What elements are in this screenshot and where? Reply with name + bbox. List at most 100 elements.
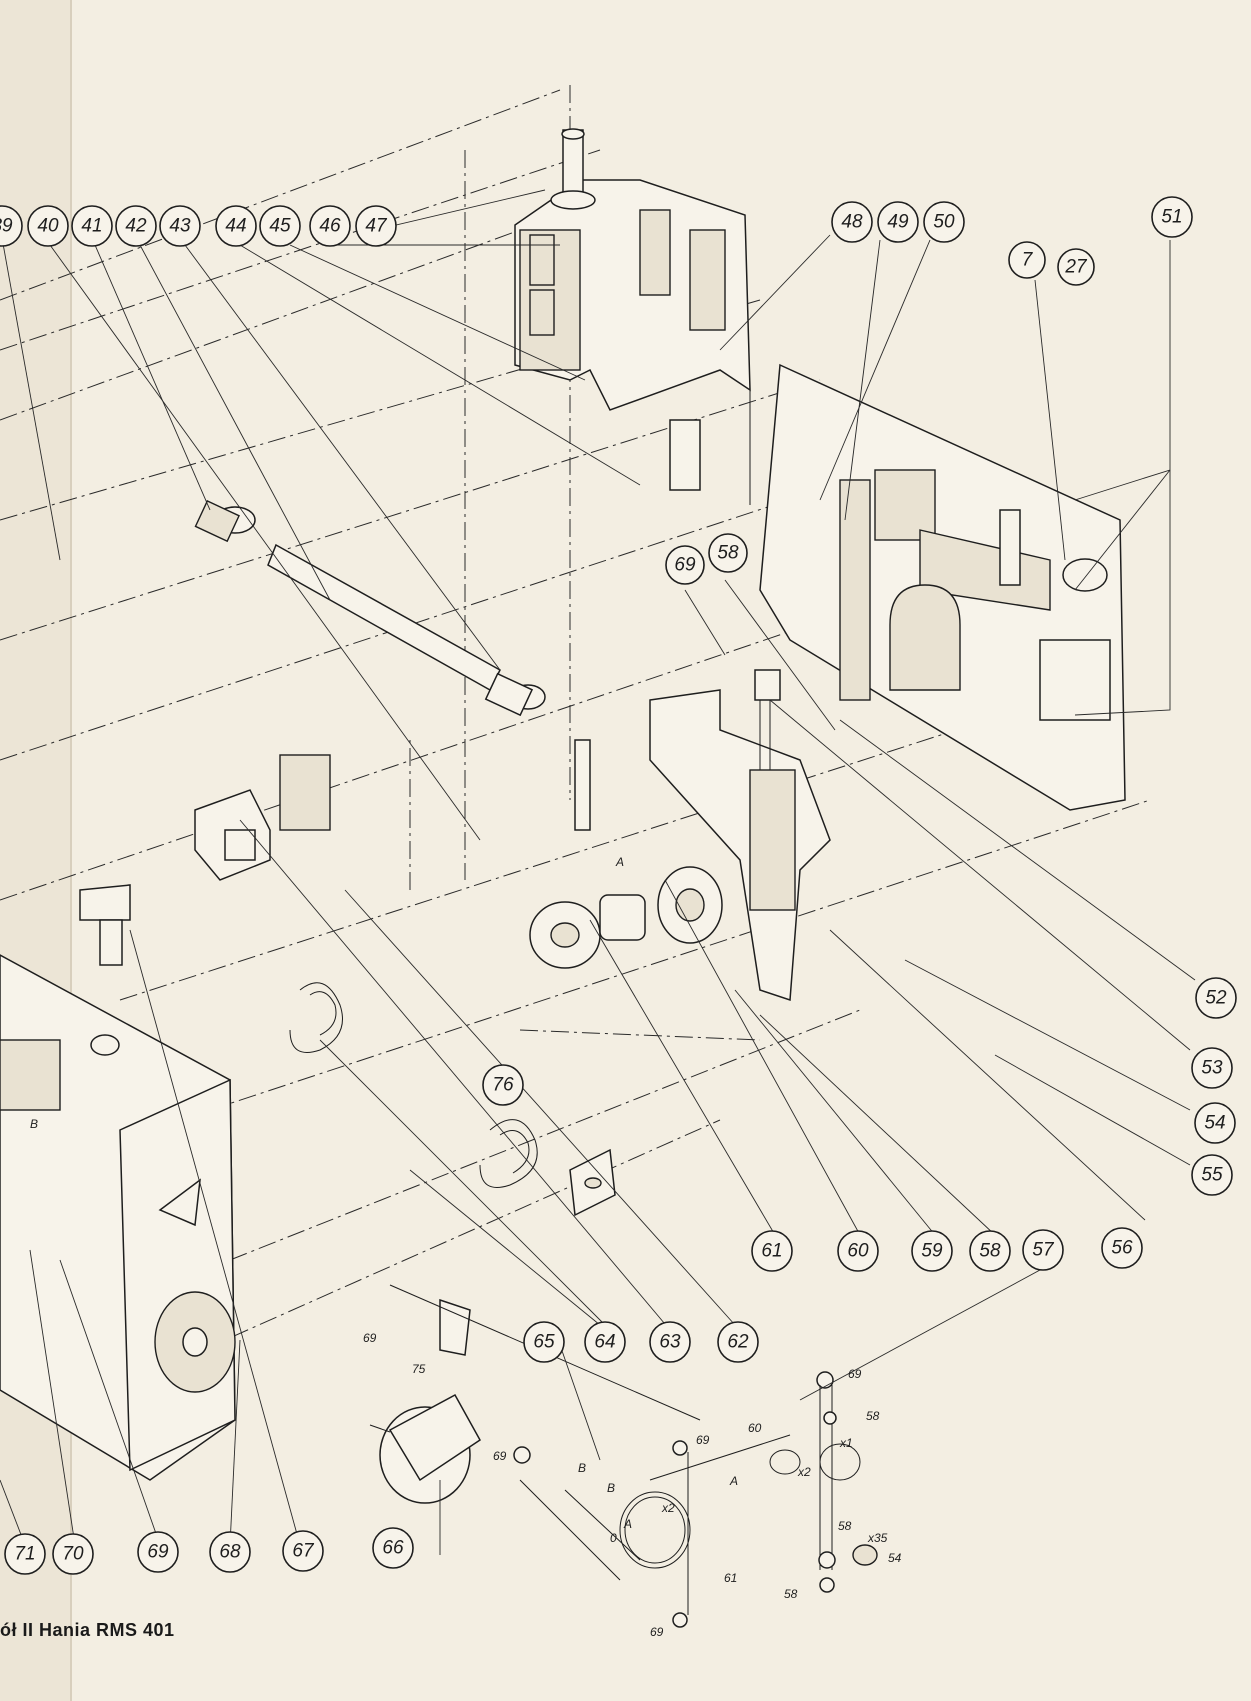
svg-text:61: 61 — [761, 1241, 782, 1262]
parts — [0, 128, 1126, 1504]
balloon-63: 63 — [649, 1321, 691, 1363]
svg-text:63: 63 — [659, 1332, 681, 1353]
motor-relay — [194, 754, 331, 881]
balloon-71: 71 — [4, 1533, 46, 1575]
balloon-54: 54 — [1194, 1102, 1236, 1144]
belt-label: 75 — [412, 1362, 426, 1376]
svg-text:68: 68 — [219, 1542, 241, 1563]
svg-text:49: 49 — [887, 212, 909, 233]
balloon-55: 55 — [1191, 1154, 1233, 1196]
svg-text:66: 66 — [382, 1538, 404, 1559]
balloon-49: 49 — [877, 201, 919, 243]
svg-text:43: 43 — [169, 216, 191, 237]
svg-text:64: 64 — [594, 1332, 615, 1353]
belt-diagram-labels: 69 75 69 B B A A 69 x2 0 61 69 69 58 60 … — [30, 855, 902, 1639]
belt-label: x1 — [839, 1436, 853, 1450]
belt-label: B — [607, 1481, 615, 1495]
balloon-65: 65 — [523, 1321, 565, 1363]
belt-label: 69 — [650, 1625, 664, 1639]
svg-text:54: 54 — [1204, 1113, 1225, 1134]
pulley-set — [529, 866, 723, 969]
balloon-58-upper: 58 — [708, 533, 748, 573]
belt-label: A — [729, 1474, 738, 1488]
balloon-51: 51 — [1151, 196, 1193, 238]
balloon-66: 66 — [372, 1527, 414, 1569]
balloon-69-upper: 69 — [665, 545, 705, 585]
svg-text:27: 27 — [1064, 257, 1088, 278]
balloon-67: 67 — [282, 1530, 324, 1572]
balloon-62: 62 — [717, 1321, 759, 1363]
balloon-68: 68 — [209, 1531, 251, 1573]
belt-label: 69 — [363, 1331, 377, 1345]
svg-text:56: 56 — [1111, 1238, 1133, 1259]
belt-label: 60 — [748, 1421, 762, 1435]
binding-edge — [70, 0, 72, 1701]
belt-diagram — [513, 1371, 878, 1628]
balloon-76: 76 — [482, 1064, 524, 1106]
balloon-60: 60 — [837, 1230, 879, 1272]
balloon-53: 53 — [1191, 1047, 1233, 1089]
svg-text:58: 58 — [979, 1241, 1001, 1262]
svg-text:45: 45 — [269, 216, 291, 237]
svg-text:60: 60 — [847, 1241, 869, 1262]
belt-label: x2 — [797, 1465, 811, 1479]
belt-label: 61 — [724, 1571, 737, 1585]
belt-label: B — [578, 1461, 586, 1475]
belt-label: A — [623, 1517, 632, 1531]
shaft — [194, 500, 546, 717]
chassis-plate — [759, 363, 1126, 811]
belt-label: 69 — [848, 1367, 862, 1381]
svg-text:65: 65 — [533, 1332, 555, 1353]
reference-balloons: 39 40 41 42 43 44 45 46 47 48 49 50 51 7… — [0, 196, 1237, 1575]
balloon-59: 59 — [911, 1230, 953, 1272]
balloon-48: 48 — [831, 201, 873, 243]
mechanism-bracket — [574, 669, 831, 1002]
belt-label: 0 — [610, 1531, 617, 1545]
balloon-58-lower: 58 — [969, 1230, 1011, 1272]
belt-label: B — [30, 1117, 38, 1131]
balloon-40: 40 — [27, 205, 69, 247]
page-caption: ół II Hania RMS 401 — [0, 1620, 175, 1640]
svg-text:76: 76 — [492, 1075, 514, 1096]
balloon-56: 56 — [1101, 1227, 1143, 1269]
svg-text:40: 40 — [37, 216, 59, 237]
svg-text:47: 47 — [365, 216, 388, 237]
svg-text:62: 62 — [727, 1332, 749, 1353]
balloon-50: 50 — [923, 201, 965, 243]
belt-label: A — [615, 855, 624, 869]
balloon-64: 64 — [584, 1321, 626, 1363]
belt-label: 69 — [493, 1449, 507, 1463]
belt-label: x2 — [661, 1501, 675, 1515]
balloon-57: 57 — [1022, 1229, 1064, 1271]
svg-text:51: 51 — [1161, 207, 1182, 228]
balloon-41: 41 — [71, 205, 113, 247]
balloon-44: 44 — [215, 205, 257, 247]
svg-text:69: 69 — [147, 1542, 169, 1563]
balloon-69-lower: 69 — [137, 1531, 179, 1573]
knob-66 — [369, 1393, 481, 1504]
springs — [289, 982, 538, 1188]
balloon-61: 61 — [751, 1230, 793, 1272]
svg-text:39: 39 — [0, 216, 13, 237]
svg-text:53: 53 — [1201, 1058, 1223, 1079]
svg-text:69: 69 — [674, 555, 696, 576]
belt-label: 69 — [696, 1433, 710, 1447]
belt-label: 54 — [888, 1551, 902, 1565]
svg-text:71: 71 — [14, 1544, 35, 1565]
svg-text:57: 57 — [1032, 1240, 1055, 1261]
svg-text:41: 41 — [81, 216, 102, 237]
balloon-52: 52 — [1195, 977, 1237, 1019]
svg-text:42: 42 — [125, 216, 147, 237]
belt-label: 58 — [784, 1587, 798, 1601]
svg-text:50: 50 — [933, 212, 955, 233]
balloon-39: 39 — [0, 205, 23, 247]
balloon-45: 45 — [259, 205, 301, 247]
svg-text:7: 7 — [1022, 250, 1034, 271]
svg-text:67: 67 — [292, 1541, 315, 1562]
balloon-46: 46 — [309, 205, 351, 247]
balloon-7: 7 — [1008, 241, 1046, 279]
balloon-70: 70 — [52, 1533, 94, 1575]
belt-label: x35 — [867, 1531, 888, 1545]
